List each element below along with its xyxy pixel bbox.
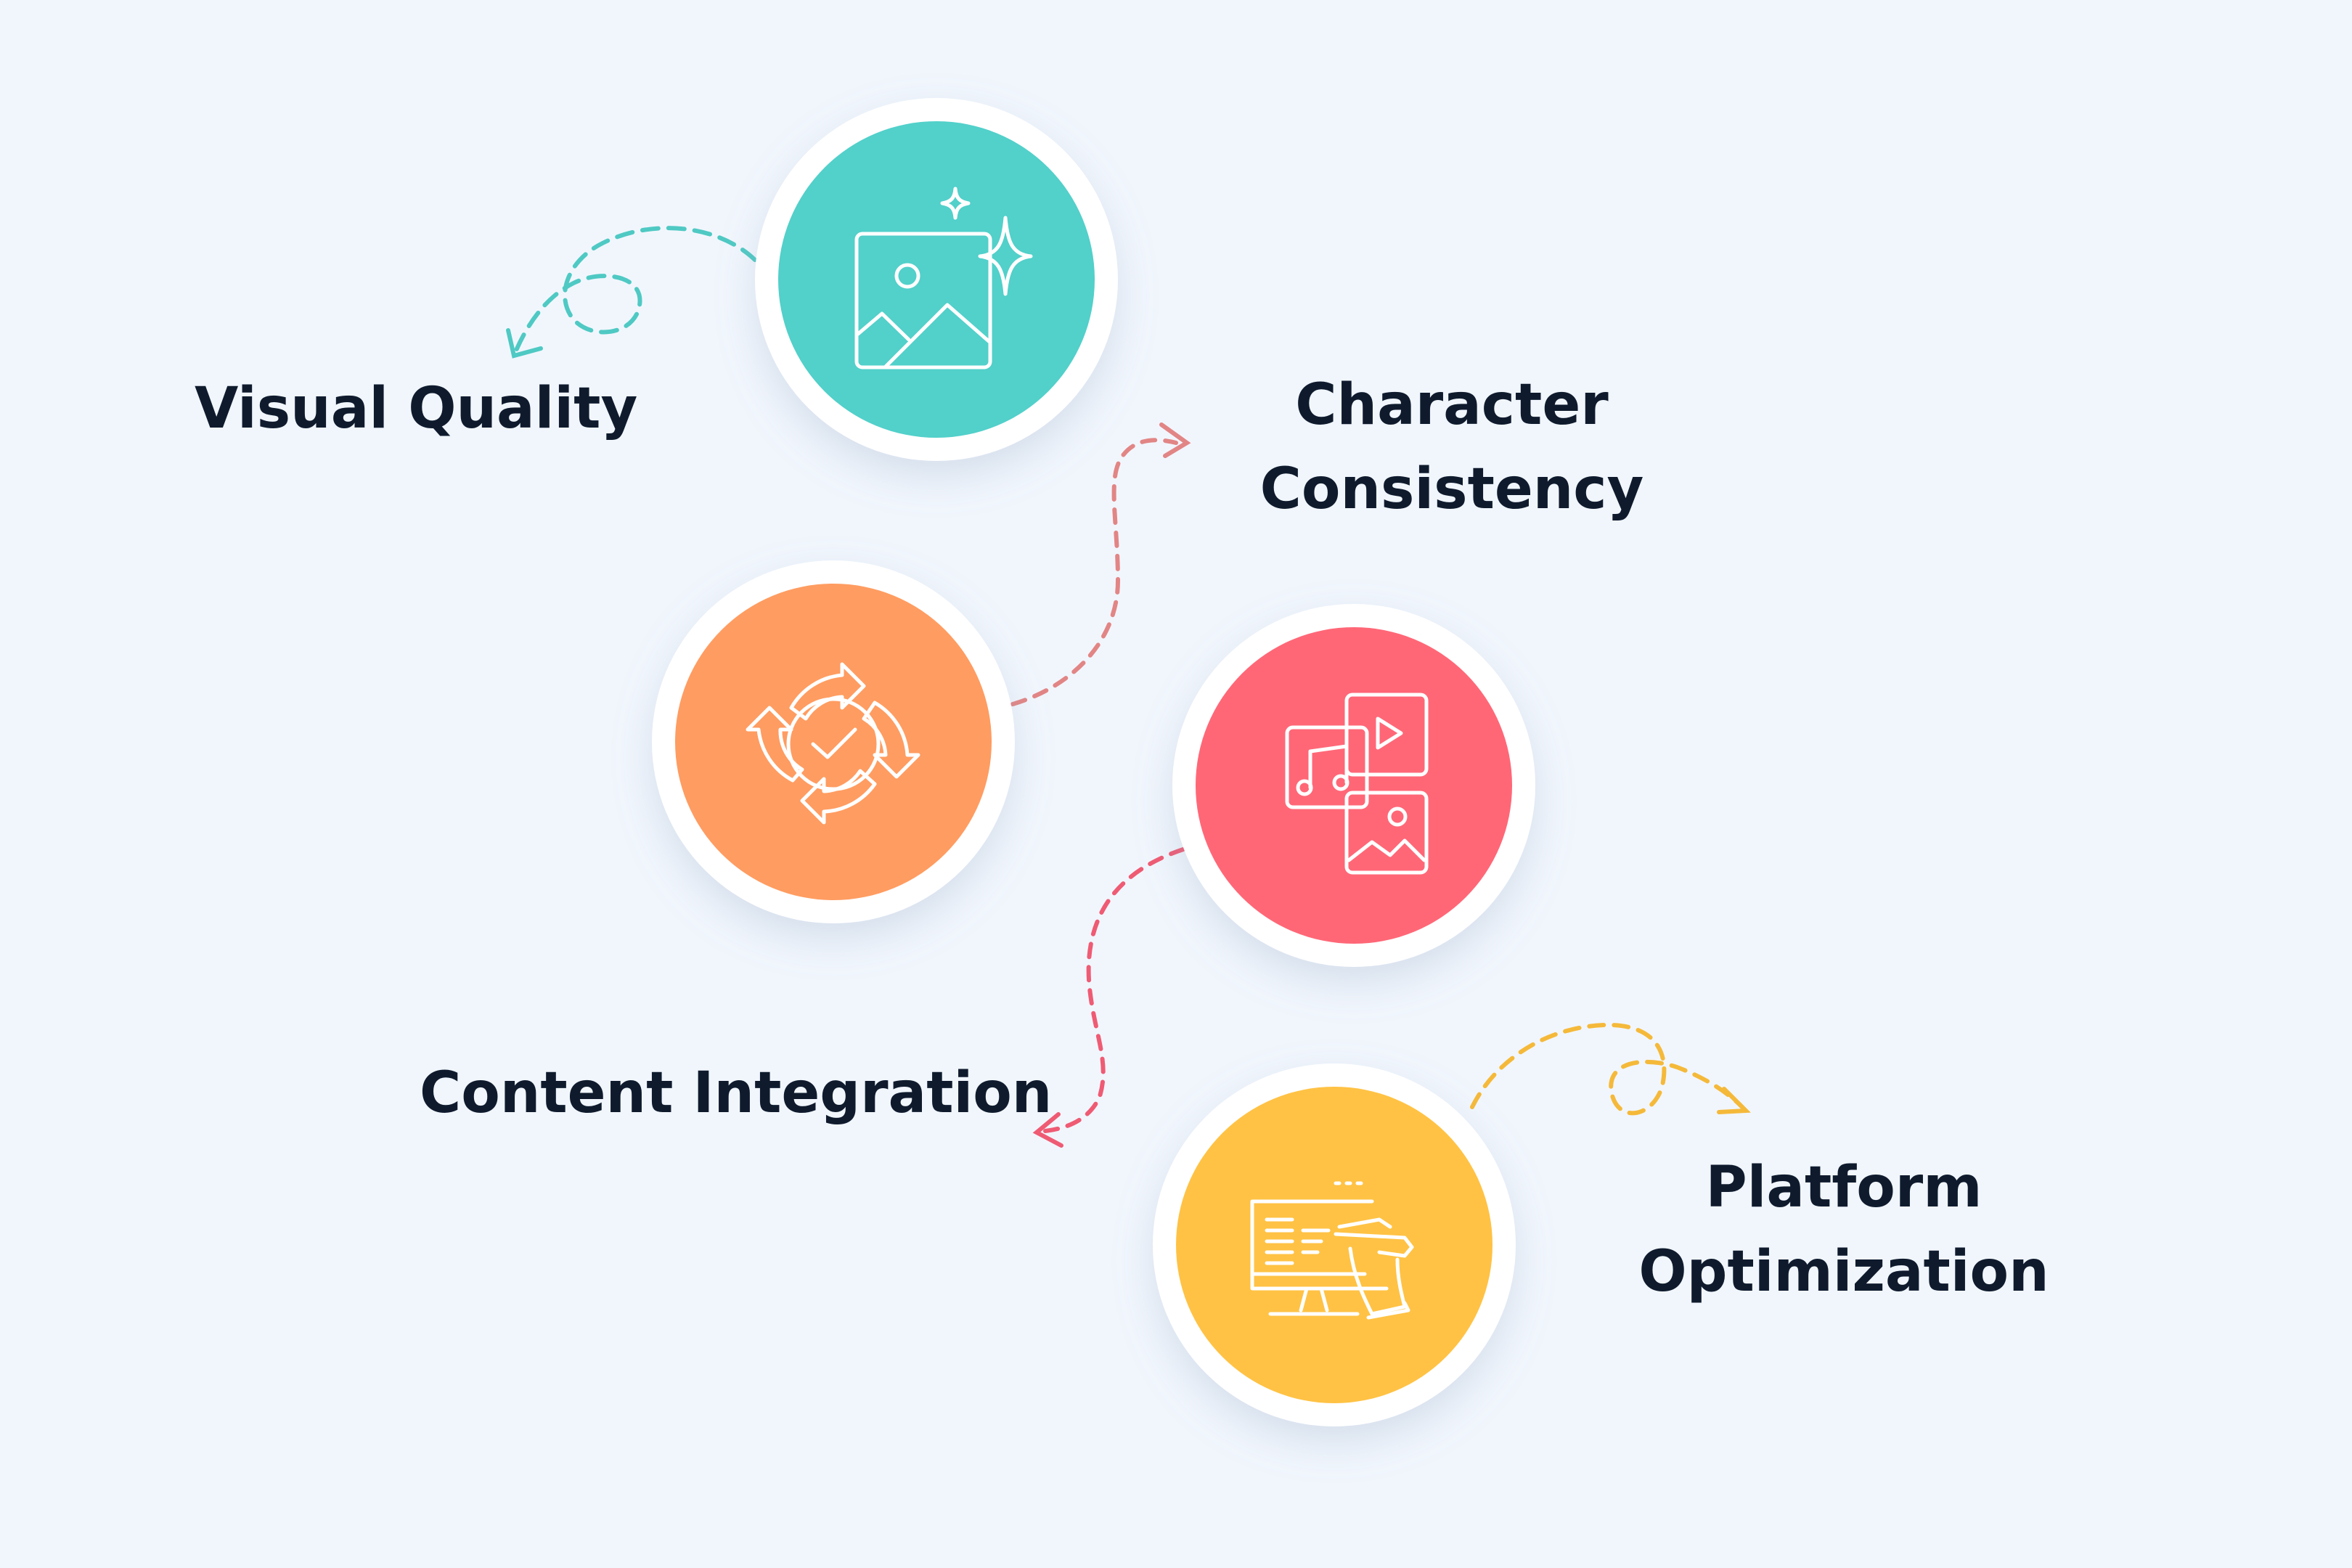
label-character-consistency: Character Consistency (1227, 363, 1677, 531)
label-visual-quality-line-1: Visual Quality (195, 376, 638, 441)
label-platform-optimization: Platform Optimization (1612, 1146, 2076, 1314)
label-content-integration-line-1: Content Integration (420, 1061, 1053, 1126)
character-consistency-disc (675, 584, 992, 900)
connector-platform-optimization (1470, 1022, 1751, 1116)
label-character-consistency-line-2: Consistency (1259, 457, 1644, 522)
label-platform-optimization-line-2: Optimization (1638, 1239, 2049, 1304)
visual-quality-disc (778, 121, 1095, 438)
node-character-consistency (652, 560, 1015, 923)
label-content-integration: Content Integration (420, 1051, 1053, 1135)
label-platform-optimization-line-1: Platform (1705, 1155, 1983, 1220)
image-sparkle-icon (854, 187, 1033, 369)
node-visual-quality (755, 98, 1118, 461)
node-content-integration (1172, 604, 1535, 967)
content-integration-disc (1196, 627, 1512, 944)
monitor-pen-icon (1250, 1181, 1414, 1320)
connector-character-consistency (1010, 422, 1191, 706)
cycle-check-icon (746, 662, 920, 825)
platform-optimization-disc (1176, 1087, 1493, 1403)
node-platform-optimization (1153, 1063, 1516, 1426)
media-stack-icon (1285, 693, 1429, 875)
connector-content-integration (1032, 847, 1185, 1148)
connector-visual-quality (506, 226, 757, 359)
label-visual-quality: Visual Quality (195, 367, 638, 451)
label-character-consistency-line-1: Character (1295, 372, 1609, 438)
